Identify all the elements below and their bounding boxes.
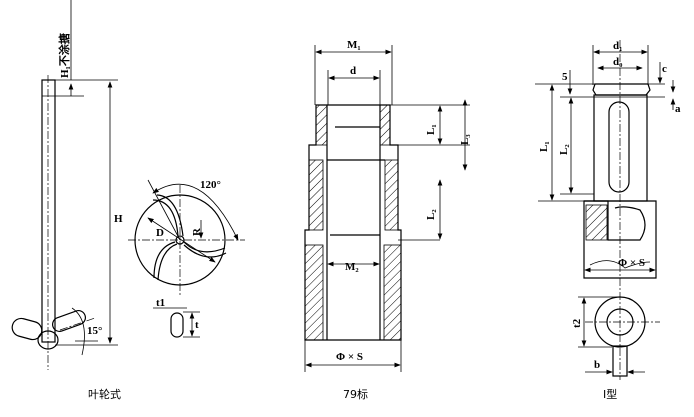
keyway	[608, 101, 630, 193]
b-label: b	[594, 359, 600, 371]
r-label: R	[191, 227, 203, 236]
impeller-drawing: H₁不涂搪 H 15° 120° D R t1 t 叶轮式	[11, 0, 245, 401]
shaft-body	[593, 94, 648, 202]
type-i-drawing: d₁ d₀ 5 c a L₁ L₂ Φ × S t2 b I型	[535, 40, 681, 401]
shaft	[41, 79, 56, 343]
std79-caption: 79标	[343, 387, 368, 401]
slot	[170, 312, 184, 338]
l3-label: L₃	[459, 134, 471, 145]
t1-label: t1	[156, 297, 165, 309]
l2-label: L₂	[425, 209, 437, 220]
std79-drawing: M₁ d L₁ L₃ L₂ M₂ Φ × S 79标	[304, 39, 471, 401]
phi-s-label-i: Φ × S	[618, 257, 645, 269]
angle-120-label: 120°	[200, 179, 221, 191]
d1-label: d₁	[613, 40, 622, 52]
d-label: d	[350, 65, 356, 77]
blade-right	[52, 309, 86, 333]
h1-label: H₁不涂搪	[57, 33, 71, 78]
five-label: 5	[562, 71, 568, 83]
phi-s-label: Φ × S	[336, 351, 363, 363]
l2-label-i: L₂	[558, 144, 570, 155]
c-label: c	[662, 63, 667, 75]
coupling-block	[583, 200, 657, 279]
angle-15-label: 15°	[87, 325, 102, 337]
type-i-caption: I型	[603, 387, 617, 401]
l1-label-i: L₁	[538, 141, 550, 152]
d0-label: d₀	[613, 56, 623, 68]
shaft-head	[592, 83, 651, 96]
m2-label: M₂	[345, 261, 359, 273]
d-label: D	[156, 227, 164, 239]
t-label: t	[195, 319, 199, 331]
h-label: H	[114, 213, 123, 225]
impeller-caption: 叶轮式	[88, 387, 121, 401]
a-label: a	[675, 103, 681, 115]
l1-label: L₁	[425, 124, 437, 135]
t2-label: t2	[571, 318, 583, 328]
m1-label: M₁	[347, 39, 361, 51]
